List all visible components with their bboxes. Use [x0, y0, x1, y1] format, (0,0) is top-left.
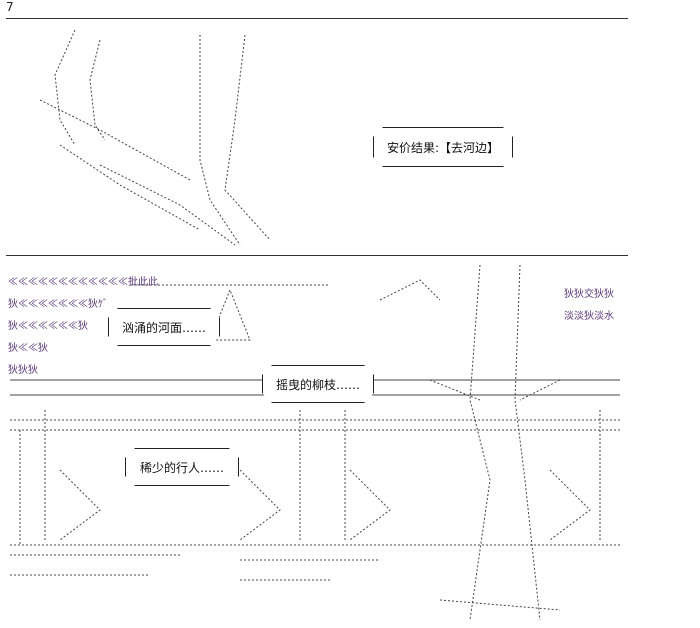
bubble-willow-branches: 摇曳的柳枝…… — [262, 365, 374, 403]
art-stroke-23 — [549, 469, 591, 541]
art-stroke-20 — [59, 469, 101, 541]
bubble-anka-result-text: 安价结果:【去河边】 — [386, 140, 500, 155]
art-stroke-3 — [199, 35, 241, 246]
art-stroke-31 — [439, 599, 561, 611]
bubble-river-surface-text: 汹涌的河面…… — [121, 320, 206, 335]
art-stroke-14 — [469, 264, 491, 621]
bubble-willow-branches-text: 摇曳的柳枝…… — [275, 377, 360, 392]
art-stroke-1 — [54, 29, 76, 146]
bubble-few-pedestrians-text: 稀少的行人…… — [139, 460, 224, 475]
art-stroke-26 — [379, 279, 441, 301]
panel-top-rule — [6, 18, 628, 19]
art-stroke-6 — [59, 144, 201, 231]
aa-right-line: 狄狄交狄狄 — [564, 289, 614, 300]
art-stroke-21 — [239, 469, 281, 541]
art-stroke-5 — [39, 99, 191, 181]
bubble-river-surface: 汹涌的河面…… — [108, 308, 220, 346]
aa-kanji-left: ≪≪≪≪≪≪≪≪≪≪≪≪批此此 狄≪≪≪≪≪≪≪狄ｹﾞ 狄≪≪≪≪≪≪狄 狄≪≪… — [8, 266, 158, 376]
art-stroke-15 — [514, 264, 541, 621]
aa-kanji-right: 狄狄交狄狄 淡淡狄淡水 — [564, 278, 614, 322]
aa-left-line: 狄≪≪狄 — [8, 343, 48, 354]
art-stroke-22 — [349, 469, 391, 541]
art-stroke-7 — [99, 164, 236, 246]
aa-left-line: 狄≪≪≪≪≪≪≪狄ｹﾞ — [8, 299, 108, 310]
aa-right-line: 淡淡狄淡水 — [564, 311, 614, 322]
art-stroke-17 — [519, 379, 561, 401]
bubble-few-pedestrians: 稀少的行人…… — [125, 448, 239, 486]
art-stroke-4 — [224, 34, 271, 241]
panel-divider-rule — [6, 255, 628, 256]
aa-left-line: ≪≪≪≪≪≪≪≪≪≪≪≪批此此 — [8, 277, 158, 288]
art-stroke-25 — [209, 288, 251, 341]
aa-left-line: 狄狄狄 — [8, 365, 38, 376]
art-stroke-2 — [89, 39, 106, 141]
aa-left-line: 狄≪≪≪≪≪≪狄 — [8, 321, 88, 332]
art-stroke-16 — [429, 379, 481, 401]
page-number: 7 — [6, 0, 14, 14]
bubble-anka-result: 安价结果:【去河边】 — [373, 127, 513, 167]
